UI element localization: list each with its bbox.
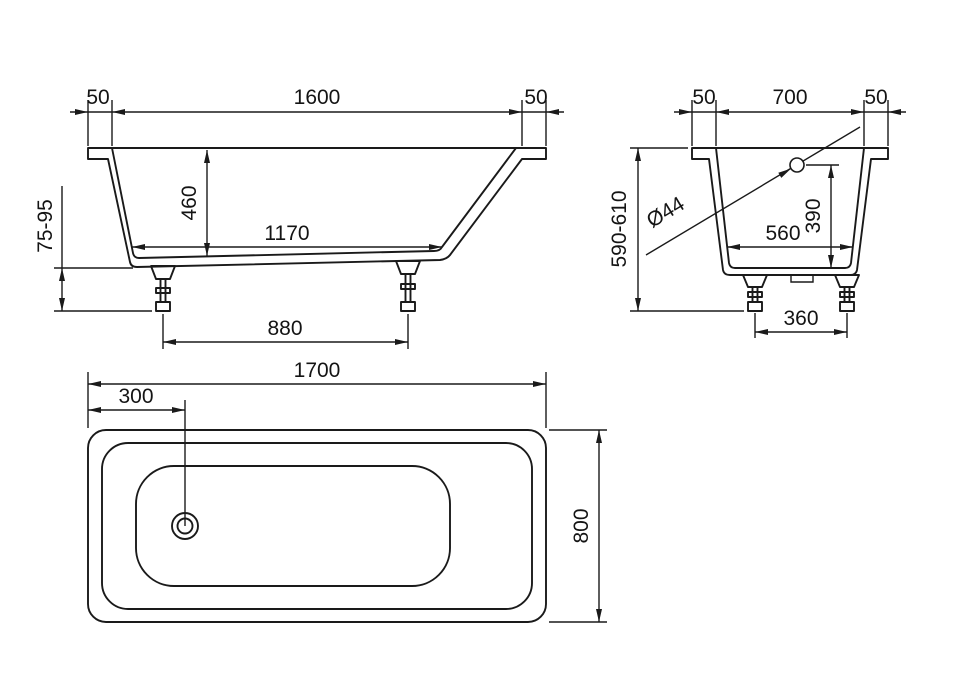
end-top-dimension: 50 700 50	[674, 86, 906, 146]
side-overhang-left-label: 50	[86, 86, 109, 109]
plan-outer-rim	[87, 429, 547, 623]
side-feet-height-label: 75-95	[34, 199, 57, 253]
side-overhang-right-label: 50	[524, 86, 547, 109]
plan-inner-rim	[101, 442, 533, 610]
plan-basin-bottom	[135, 465, 451, 587]
end-tub-inner-surface	[715, 147, 865, 269]
plan-width-dimension: 800	[549, 429, 607, 623]
end-drain-boss	[790, 275, 814, 283]
side-top-dimension: 50 1600 50	[70, 86, 564, 146]
side-foot-left	[150, 265, 176, 312]
end-foot-right	[834, 274, 860, 312]
end-feet-spacing-label: 360	[783, 307, 818, 330]
plan-width-label: 800	[570, 508, 593, 543]
end-bottom-width-label: 560	[765, 222, 800, 245]
end-opening-label: 700	[772, 86, 807, 109]
end-drain-height-label: 390	[802, 198, 825, 233]
side-depth-label: 460	[178, 185, 201, 220]
end-overhang-left-label: 50	[692, 86, 715, 109]
end-height-label: 590-610	[608, 190, 631, 267]
plan-drain-outer	[171, 512, 199, 540]
side-depth-dimension: 460	[178, 150, 210, 256]
side-foot-right	[395, 260, 421, 312]
plan-view: 1700 300 800	[87, 359, 607, 623]
side-feet-spacing-label: 880	[267, 317, 302, 340]
end-foot-left	[742, 274, 768, 312]
end-drain-height-dimension: 390	[802, 164, 839, 268]
side-feet-height-dimension: 75-95	[34, 186, 152, 312]
end-bottom-width-dimension: 560	[727, 222, 853, 250]
side-bottom-length-dimension: 1170	[132, 222, 442, 250]
side-view: 50 1600 50 460	[34, 86, 564, 349]
end-height-dimension: 590-610	[608, 147, 744, 312]
plan-length-dimension: 1700	[87, 359, 547, 428]
plan-drain-offset-dimension: 300	[88, 385, 186, 526]
plan-length-label: 1700	[294, 359, 341, 382]
side-bottom-length-label: 1170	[264, 222, 309, 245]
end-feet-spacing-dimension: 360	[754, 307, 848, 338]
side-feet-spacing-dimension: 880	[162, 314, 409, 349]
overflow-hole	[789, 157, 805, 173]
plan-drain-offset-label: 300	[118, 385, 153, 408]
side-tub-outline	[87, 147, 547, 268]
plan-drain-inner	[176, 517, 194, 535]
end-overhang-right-label: 50	[864, 86, 887, 109]
side-opening-label: 1600	[294, 86, 341, 109]
side-tub-inner-surface	[111, 147, 517, 259]
